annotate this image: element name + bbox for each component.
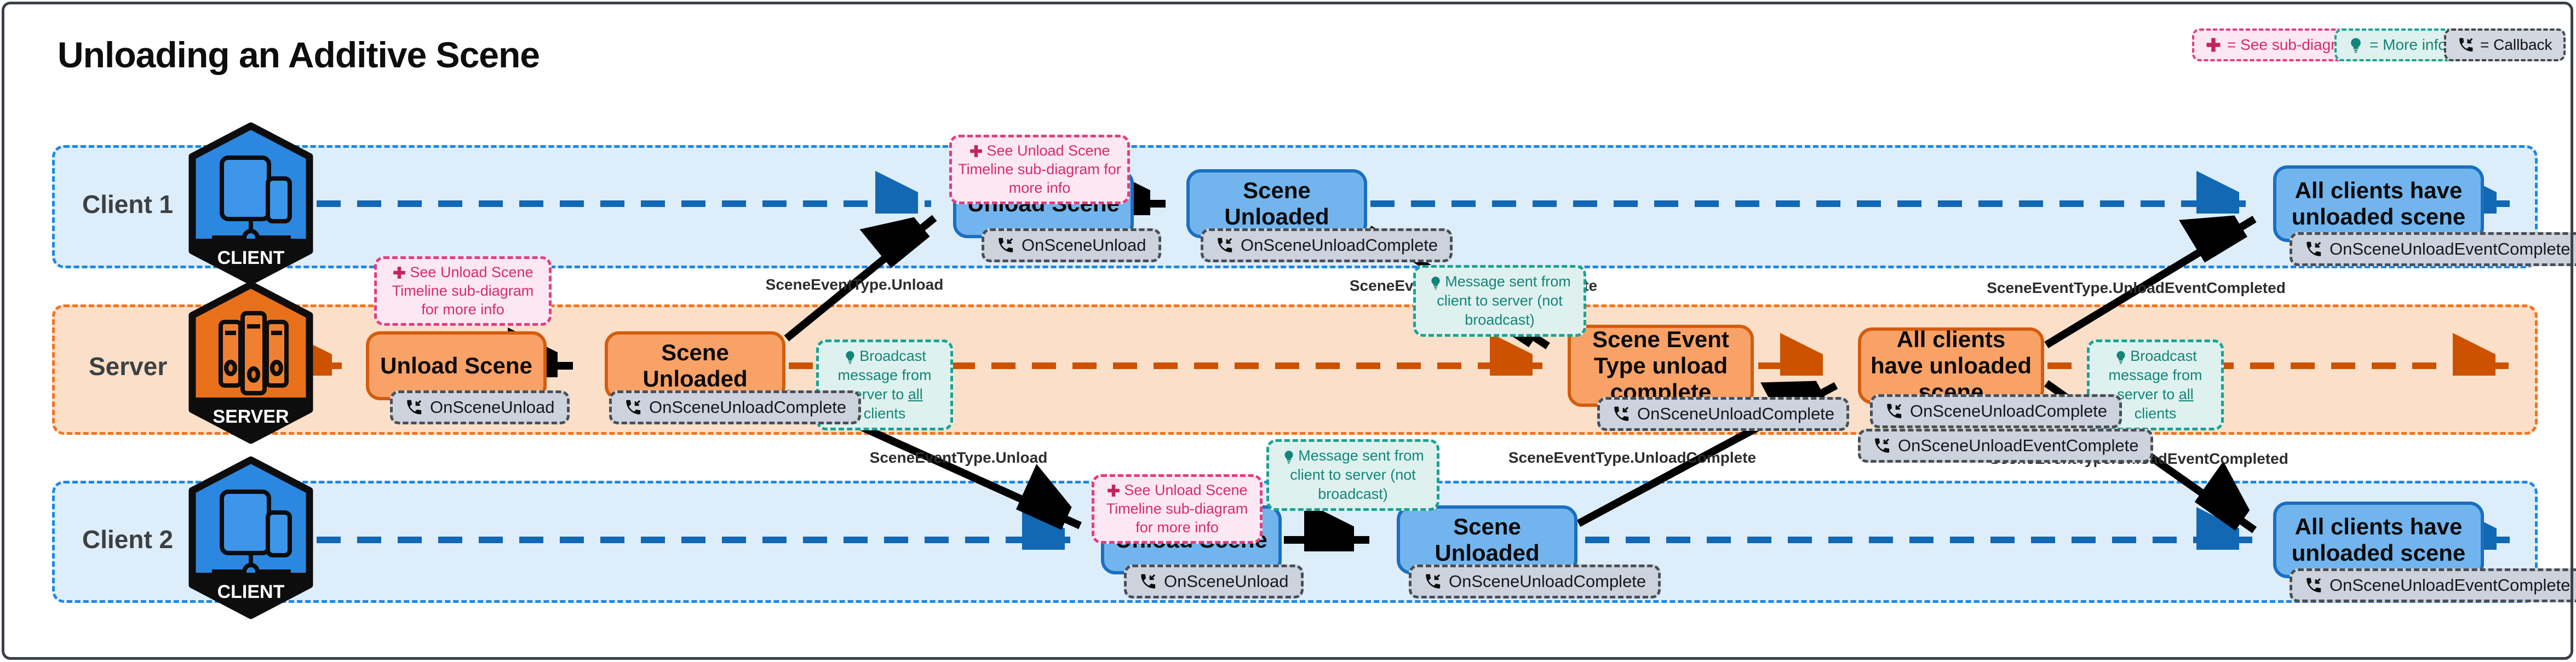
plus-icon — [970, 145, 983, 157]
callback-label: OnSceneUnloadComplete — [1910, 401, 2108, 421]
callback-label: OnSceneUnload — [1164, 572, 1289, 591]
phone-incoming-icon — [2459, 38, 2473, 51]
callback-tag: OnSceneUnloadComplete — [1870, 394, 2122, 428]
lightbulb-icon — [1431, 277, 1440, 290]
node-title: All clients have unloaded scene — [2291, 177, 2466, 229]
callback-label: OnSceneUnloadComplete — [1241, 235, 1438, 255]
phone-incoming-icon — [2307, 241, 2321, 256]
plus-icon — [2206, 38, 2221, 52]
callback-tag: OnSceneUnloadComplete — [1201, 228, 1453, 262]
callback-label: OnSceneUnloadComplete — [1637, 404, 1835, 423]
client-1-badge: CLIENT — [188, 122, 313, 285]
callback-label: OnSceneUnloadEventComplete — [2330, 575, 2571, 595]
client-badge-text: CLIENT — [217, 582, 285, 602]
node-server-all-clients-unloaded: All clients have unloaded scene — [1858, 326, 2044, 405]
note-text: See Unload Scene Timeline sub-diagram fo… — [392, 264, 534, 318]
callback-label: OnSceneUnloadComplete — [1449, 572, 1646, 591]
note-text: clients — [2134, 405, 2177, 422]
plus-icon — [1108, 485, 1120, 497]
edge-label-unload-event-completed-top: SceneEventType.UnloadEventCompleted — [1987, 279, 2286, 296]
callback-tag: OnSceneUnload — [1124, 565, 1304, 598]
note-see-sub-diagram-client2: See Unload Scene Timeline sub-diagram fo… — [1092, 474, 1263, 544]
phone-incoming-icon — [999, 238, 1013, 252]
callback-label: OnSceneUnload — [1022, 235, 1146, 255]
callback-tag: OnSceneUnloadEventComplete — [2290, 232, 2576, 266]
edge-label-unload-complete-bottom: SceneEventType.UnloadComplete — [1508, 449, 1757, 466]
callback-label: OnSceneUnload — [430, 398, 555, 417]
callback-label: OnSceneUnloadComplete — [649, 398, 847, 417]
callback-tag: OnSceneUnload — [982, 228, 1161, 262]
lightbulb-icon — [2116, 351, 2125, 364]
node-title: All clients have unloaded scene — [2291, 513, 2466, 566]
node-server-scene-unloaded: Scene Unloaded — [605, 331, 785, 400]
note-see-sub-diagram-server: See Unload Scene Timeline sub-diagram fo… — [374, 256, 552, 326]
lane-label-server: Server — [89, 352, 168, 381]
note-text-underlined: all — [2178, 386, 2194, 403]
client-badge-text: CLIENT — [217, 247, 285, 268]
node-title: Unload Scene — [380, 352, 532, 378]
note-client-message-top: Message sent from client to server (not … — [1413, 265, 1586, 337]
phone-incoming-icon — [1887, 404, 1902, 418]
lane-label-client-1: Client 1 — [82, 190, 174, 218]
node-title: All clients have unloaded scene — [1870, 326, 2032, 405]
note-see-sub-diagram-client1: See Unload Scene Timeline sub-diagram fo… — [949, 135, 1130, 205]
lane-label-client-2: Client 2 — [82, 525, 174, 554]
server-badge-text: SERVER — [213, 406, 289, 427]
lightbulb-icon — [1284, 451, 1293, 464]
legend-more-info-label: = More info — [2370, 36, 2447, 53]
phone-incoming-icon — [1141, 574, 1156, 589]
phone-incoming-icon — [1875, 438, 1890, 453]
callback-label: OnSceneUnloadEventComplete — [2330, 239, 2571, 258]
callback-label: OnSceneUnloadEventComplete — [1898, 436, 2139, 455]
legend-more-info: = More info — [2334, 28, 2460, 61]
server-icon — [219, 311, 289, 395]
phone-incoming-icon — [1614, 406, 1629, 421]
callback-tag: OnSceneUnloadEventComplete — [1858, 429, 2154, 463]
note-text: See Unload Scene Timeline sub-diagram fo… — [1106, 482, 1248, 536]
phone-incoming-icon — [2307, 578, 2321, 592]
phone-incoming-icon — [1218, 238, 1232, 252]
note-text: Message sent from client to server (not … — [1437, 273, 1571, 329]
page-title: Unloading an Additive Scene — [58, 34, 540, 75]
note-text: clients — [863, 405, 906, 422]
legend-callback-label: = Callback — [2480, 36, 2552, 53]
callback-tag: OnSceneUnloadComplete — [1409, 565, 1661, 598]
edge-label-unload-bottom: SceneEventType.Unload — [869, 449, 1048, 466]
legend-callback: = Callback — [2444, 28, 2566, 61]
plus-icon — [393, 267, 406, 279]
node-title: Scene Event Type unload complete — [1592, 326, 1729, 405]
callback-tag: OnSceneUnload — [390, 390, 570, 424]
note-text: See Unload Scene Timeline sub-diagram fo… — [958, 142, 1121, 196]
phone-incoming-icon — [626, 400, 641, 415]
node-client1-all-clients-unloaded: All clients have unloaded scene — [2273, 165, 2484, 242]
server-badge: SERVER — [188, 281, 313, 444]
devices-icon — [212, 156, 292, 246]
callback-tag: OnSceneUnloadComplete — [609, 390, 862, 424]
note-text-underlined: all — [908, 386, 923, 403]
devices-icon — [212, 490, 292, 580]
note-client-message-bottom: Message sent from client to server (not … — [1266, 439, 1439, 511]
phone-incoming-icon — [1426, 574, 1441, 589]
client-2-badge: CLIENT — [188, 456, 313, 619]
callback-tag: OnSceneUnloadComplete — [1597, 397, 1850, 431]
node-title: Scene Unloaded — [642, 339, 748, 392]
node-client2-all-clients-unloaded: All clients have unloaded scene — [2273, 502, 2484, 578]
note-text: Message sent from client to server (not … — [1290, 447, 1424, 503]
node-title: Scene Unloaded — [1224, 177, 1329, 229]
lightbulb-icon — [846, 351, 854, 364]
node-title: Scene Unloaded — [1435, 513, 1540, 566]
callback-tag: OnSceneUnloadEventComplete — [2290, 568, 2576, 602]
edge-label-unload-top: SceneEventType.Unload — [765, 276, 944, 293]
node-client1-scene-unloaded: Scene Unloaded — [1186, 169, 1367, 238]
node-server-scene-event-type-unload-complete: Scene Event Type unload complete — [1568, 325, 1754, 407]
phone-incoming-icon — [407, 400, 422, 415]
lightbulb-icon — [2351, 38, 2361, 53]
